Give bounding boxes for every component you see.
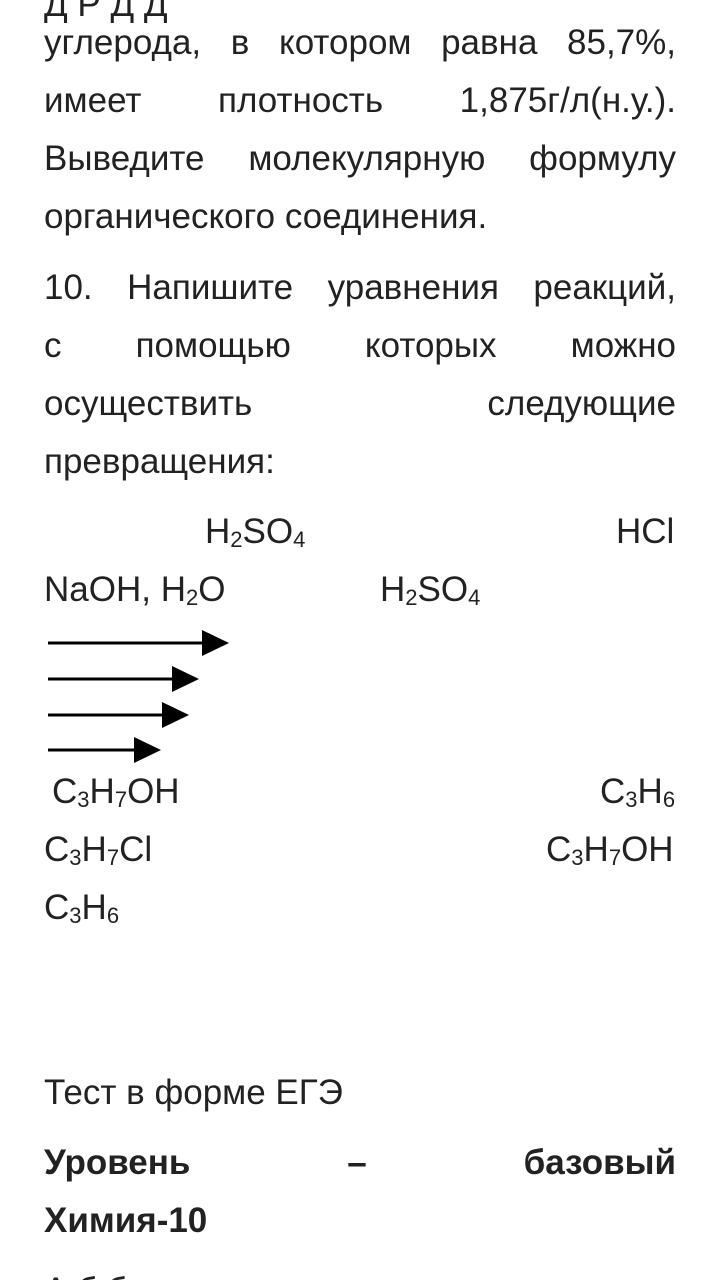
reaction-arrows	[48, 630, 229, 763]
cut-off-text-line: Д Р Д Д	[44, 0, 168, 24]
word: помощью	[135, 326, 291, 365]
dash: –	[347, 1143, 367, 1182]
word: имеет	[44, 81, 142, 120]
word: Уровень	[44, 1143, 191, 1182]
word: углерода,	[44, 23, 202, 62]
test-title: Тест в форме ЕГЭ	[44, 1073, 343, 1112]
word: следующие	[487, 384, 676, 423]
arrow-1	[48, 630, 229, 656]
word: с	[44, 326, 62, 365]
word: формулу	[529, 139, 676, 178]
level-line: Уровень – базовый	[44, 1134, 676, 1192]
subject-heading: Химия-10	[44, 1201, 208, 1240]
cut-off-text-line-bottom: А б б	[44, 1262, 676, 1280]
reagent-h2so4-top: H2SO4	[205, 512, 306, 552]
word: котором	[278, 23, 412, 62]
paragraph10-line2: с помощью которых можно	[44, 317, 676, 375]
word: 85,7%,	[567, 23, 676, 62]
task-number: 10.	[44, 268, 93, 307]
paragraph9-line4: органического соединения.	[44, 197, 488, 236]
word: базовый	[523, 1143, 676, 1182]
reagent-hcl: HCl	[616, 512, 675, 551]
arrow-2	[48, 666, 199, 692]
paragraph9-line3: Выведите молекулярную формулу	[44, 130, 676, 188]
arrow-4	[48, 737, 161, 763]
paragraph9-line2: имеет плотность 1,875г/л(н.у.).	[44, 72, 676, 130]
paragraph9-line1: углерода, в котором равна 85,7%,	[44, 14, 676, 72]
paragraph10-line4: превращения:	[44, 442, 275, 481]
reagent-h2so4-second: H2SO4	[380, 570, 481, 610]
word: которых	[364, 326, 497, 365]
compound-c3h7oh-2: C3H7OH	[546, 830, 674, 870]
compound-c3h6-2: C3H6	[44, 888, 120, 928]
paragraph10-line1: 10. Напишите уравнения реакций,	[44, 259, 676, 317]
word: уравнения	[327, 268, 499, 307]
paragraph10-line3: осуществить следующие	[44, 375, 676, 433]
reagent-naoh-h2o: NaOH, H2O	[44, 570, 226, 610]
compound-c3h7cl: C3H7Cl	[44, 830, 153, 870]
word: плотность	[218, 81, 384, 120]
compound-c3h7oh-1: C3H7OH	[52, 772, 180, 812]
word: равна	[441, 23, 538, 62]
word: Выведите	[44, 139, 205, 178]
word: 1,875г/л(н.у.).	[459, 81, 676, 120]
word: молекулярную	[248, 139, 486, 178]
word: можно	[570, 326, 676, 365]
compound-c3h6-1: C3H6	[600, 772, 676, 812]
word: осуществить	[44, 384, 253, 423]
arrow-3	[48, 702, 189, 728]
word: в	[230, 23, 250, 62]
word: реакций,	[533, 268, 676, 307]
word: Напишите	[127, 268, 294, 307]
